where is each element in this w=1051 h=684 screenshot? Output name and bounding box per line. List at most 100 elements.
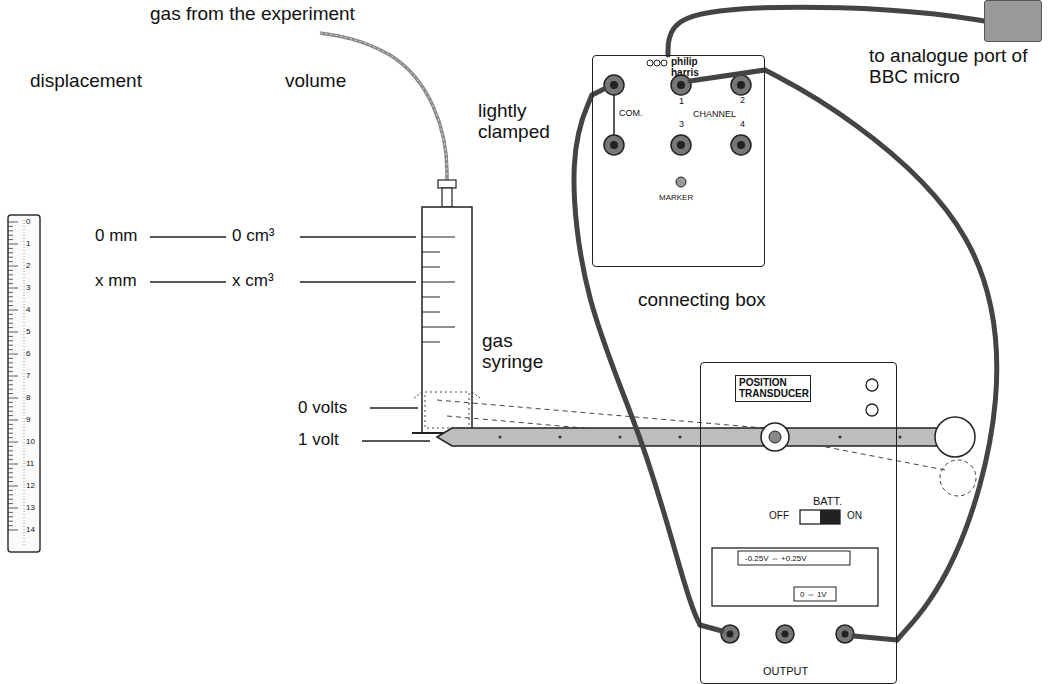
transducer-fittings bbox=[866, 379, 878, 391]
ruler-number: 6 bbox=[26, 350, 30, 359]
ruler-number: 9 bbox=[26, 416, 30, 425]
part-name: gas syringe bbox=[482, 330, 554, 373]
ruler-tick bbox=[8, 310, 18, 311]
lever-arm bbox=[769, 431, 781, 443]
ruler-tick bbox=[8, 512, 13, 513]
gas-syringe bbox=[422, 267, 440, 268]
channel-number: 1 bbox=[679, 97, 684, 106]
socket-label: COM. bbox=[619, 109, 643, 118]
lever-arm bbox=[899, 436, 902, 439]
connecting-box-fittings bbox=[661, 60, 667, 66]
scale-value: 0 mm bbox=[95, 226, 138, 245]
gas-syringe bbox=[422, 237, 455, 342]
ruler-tick bbox=[8, 477, 13, 478]
lever-arm bbox=[437, 400, 976, 496]
ruler-number: 8 bbox=[26, 394, 30, 403]
transducer-fittings bbox=[776, 625, 794, 643]
voltage-value: 1 volt bbox=[298, 430, 339, 449]
gas-syringe bbox=[422, 342, 440, 343]
transducer-fittings bbox=[727, 631, 849, 638]
panel-title: POSITION TRANSDUCER bbox=[735, 375, 811, 402]
leader-line bbox=[150, 236, 226, 237]
gas-syringe bbox=[422, 207, 472, 433]
gas-syringe bbox=[320, 33, 447, 190]
source-label: gas from the experiment bbox=[150, 3, 355, 24]
part-name: to analogue port of BBC micro bbox=[869, 45, 1034, 88]
ruler-tick bbox=[8, 380, 13, 381]
leader-line bbox=[150, 281, 226, 282]
ruler-tick bbox=[8, 389, 13, 390]
gas-syringe bbox=[422, 252, 440, 253]
lever-arm bbox=[761, 423, 789, 451]
ruler-tick bbox=[8, 354, 18, 355]
ruler-tick bbox=[8, 503, 13, 504]
lever-arm bbox=[619, 436, 622, 439]
transducer-fittings bbox=[794, 587, 836, 601]
lever-arm bbox=[839, 436, 842, 439]
ruler-tick bbox=[8, 494, 13, 495]
gas-syringe bbox=[422, 327, 455, 328]
ruler-tick bbox=[8, 244, 18, 245]
connecting-box-fittings bbox=[592, 60, 765, 187]
transducer-fittings bbox=[727, 631, 734, 638]
gas-syringe bbox=[422, 237, 455, 238]
leader-line bbox=[362, 440, 430, 441]
ruler-tick bbox=[8, 481, 13, 482]
ruler-tick bbox=[8, 442, 18, 443]
ruler-tick bbox=[8, 235, 13, 236]
gas-syringe bbox=[442, 188, 452, 207]
ruler-tick bbox=[8, 296, 13, 297]
ruler-tick bbox=[8, 402, 13, 403]
connecting-box-fittings bbox=[604, 135, 624, 155]
transducer-fittings bbox=[842, 631, 849, 638]
transducer-fittings bbox=[800, 510, 840, 524]
range-label: 0 ⇔ 1V bbox=[800, 591, 827, 599]
ruler-tick bbox=[8, 371, 13, 372]
lever-arm bbox=[679, 436, 682, 439]
ruler-number: 11 bbox=[26, 460, 34, 469]
ruler-tick bbox=[8, 521, 13, 522]
ruler bbox=[8, 215, 40, 552]
ruler-tick bbox=[8, 376, 18, 377]
ruler-tick bbox=[8, 446, 13, 447]
lever-arm bbox=[559, 436, 562, 439]
ruler-tick bbox=[8, 424, 13, 425]
ruler-tick bbox=[8, 349, 13, 350]
ruler-tick bbox=[8, 455, 13, 456]
ruler-number: 3 bbox=[26, 284, 30, 293]
channel-number: 2 bbox=[740, 96, 745, 105]
ruler-number: 12 bbox=[26, 482, 35, 491]
clamp-note: lightly clamped bbox=[478, 100, 560, 143]
ruler-tick bbox=[8, 239, 13, 240]
ruler-tick bbox=[8, 367, 13, 368]
leader-line bbox=[370, 407, 418, 408]
button-label: MARKER bbox=[659, 194, 693, 202]
lever-arm bbox=[935, 417, 975, 457]
ruler-tick bbox=[8, 411, 13, 412]
ruler-tick bbox=[8, 468, 13, 469]
transducer-fittings bbox=[782, 631, 789, 638]
ruler-number: 14 bbox=[26, 526, 35, 535]
connecting-box-fittings bbox=[610, 81, 745, 149]
connecting-box-fittings bbox=[690, 70, 765, 81]
ruler-tick bbox=[8, 486, 18, 487]
transducer-fittings bbox=[700, 379, 897, 643]
ruler-tick bbox=[8, 393, 13, 394]
connecting-box-fittings bbox=[731, 135, 751, 155]
ruler-tick bbox=[8, 420, 18, 421]
ruler-number: 5 bbox=[26, 328, 30, 337]
part-name: connecting box bbox=[638, 289, 766, 310]
ruler-tick bbox=[8, 292, 13, 293]
channel-number: 4 bbox=[740, 120, 745, 129]
transducer-fittings bbox=[820, 510, 840, 524]
channel-number: 3 bbox=[679, 120, 684, 129]
ruler-tick bbox=[8, 274, 13, 275]
scale-value: 0 cm³ bbox=[232, 226, 275, 245]
ruler-number: 2 bbox=[26, 262, 30, 271]
column-heading: displacement bbox=[30, 70, 142, 91]
ruler-tick bbox=[8, 257, 13, 258]
ruler-tick bbox=[8, 283, 13, 284]
gas-syringe bbox=[320, 33, 482, 433]
ruler-tick bbox=[8, 472, 13, 473]
